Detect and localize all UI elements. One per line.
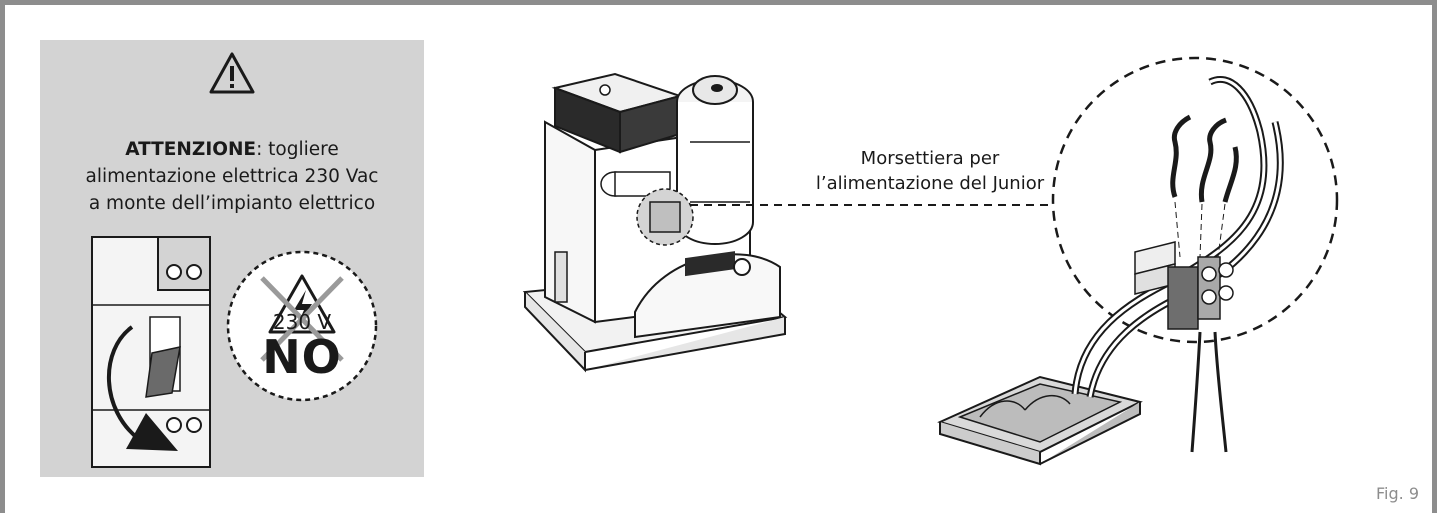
motor-unit-illustration [522, 72, 788, 373]
terminal-block-detail [937, 56, 1339, 466]
warning-panel: ATTENZIONE: togliere alimentazione elett… [40, 40, 424, 477]
warning-line2: alimentazione elettrica 230 Vac [85, 166, 379, 187]
circuit-breaker-illustration [91, 236, 211, 468]
frame-top-border [0, 0, 1437, 5]
callout-line1: Morsettiera per [860, 148, 1000, 169]
no-label: NO [262, 330, 342, 384]
lightning-icon [294, 290, 312, 328]
warning-line1: : togliere [256, 139, 339, 160]
callout-line2: l’alimentazione del Junior [815, 173, 1045, 194]
frame-left-border [0, 0, 5, 513]
frame-right-border [1432, 0, 1437, 513]
warning-line3: a monte dell’impianto elettrico [88, 193, 376, 214]
callout-label: Morsettiera per l’alimentazione del Juni… [800, 146, 1060, 196]
figure-label: Fig. 9 [1376, 484, 1419, 503]
warning-heading: ATTENZIONE [125, 139, 257, 160]
voltage-label: 230 V [272, 310, 332, 334]
warning-text: ATTENZIONE: togliere alimentazione elett… [40, 136, 424, 217]
warning-triangle-icon [209, 52, 255, 94]
no-voltage-circle [226, 250, 378, 402]
